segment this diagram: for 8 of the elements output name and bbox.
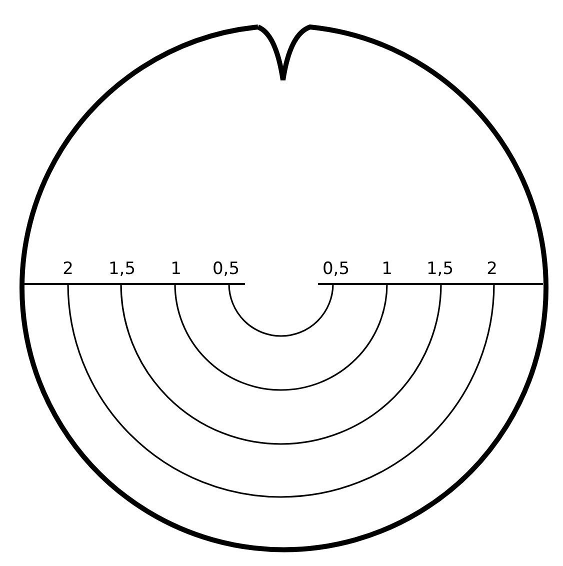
- scale-number: 1,5: [108, 259, 136, 279]
- scale-number: 1: [170, 259, 182, 279]
- scale-number: 1: [382, 259, 392, 279]
- scale-number: 0,5: [212, 259, 240, 279]
- scale-number: 2: [62, 259, 74, 279]
- scale-number: 1,5: [426, 259, 454, 279]
- scale-number: 0,5: [322, 259, 350, 279]
- scale-number: 2: [486, 259, 498, 279]
